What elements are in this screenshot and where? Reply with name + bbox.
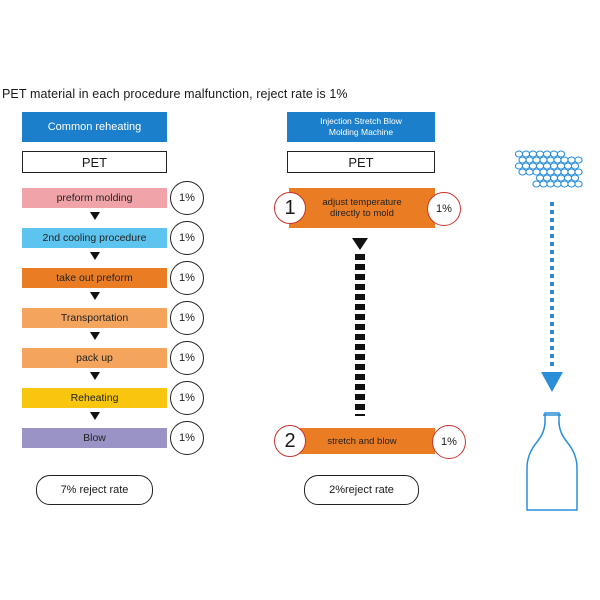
adjust-temperature-line1: adjust temperature (322, 197, 402, 208)
step-number-1: 1 (274, 192, 306, 224)
pet-pellets-icon (514, 150, 583, 188)
step-reject-rate: 1% (170, 421, 204, 455)
step-box: Blow (22, 428, 167, 448)
step-arrow-icon (90, 292, 100, 300)
step-box: preform molding (22, 188, 167, 208)
middle-material-box: PET (287, 151, 435, 173)
step-box: take out preform (22, 268, 167, 288)
connector-arrow-head (352, 238, 368, 250)
step-arrow-icon (90, 212, 100, 220)
common-reheating-header: Common reheating (22, 112, 167, 142)
dashed-connector (355, 254, 365, 416)
isbm-header: Injection Stretch Blow Molding Machine (287, 112, 435, 142)
step-arrow-icon (90, 412, 100, 420)
left-material-box: PET (22, 151, 167, 173)
step-reject-rate: 1% (170, 301, 204, 335)
page-title: PET material in each procedure malfuncti… (2, 87, 348, 101)
step-arrow-icon (90, 332, 100, 340)
middle-reject-total: 2%reject rate (304, 475, 419, 505)
step2-reject-rate: 1% (432, 425, 466, 459)
step1-reject-rate: 1% (427, 192, 461, 226)
step-reject-rate: 1% (170, 221, 204, 255)
pellet-to-bottle-graphic (514, 150, 583, 511)
step-number-2: 2 (274, 425, 306, 457)
step-reject-rate: 1% (170, 341, 204, 375)
step-box: 2nd cooling procedure (22, 228, 167, 248)
dotted-arrow-icon (541, 202, 563, 392)
step-arrow-icon (90, 252, 100, 260)
adjust-temperature-line2: directly to mold (330, 208, 394, 219)
bottle-icon (526, 412, 578, 511)
step-box: Reheating (22, 388, 167, 408)
step-reject-rate: 1% (170, 381, 204, 415)
isbm-header-line2: Molding Machine (328, 127, 394, 137)
left-reject-total: 7% reject rate (36, 475, 153, 505)
step-box: pack up (22, 348, 167, 368)
stretch-and-blow-step: stretch and blow (289, 428, 435, 454)
step-reject-rate: 1% (170, 261, 204, 295)
isbm-header-line1: Injection Stretch Blow (320, 116, 402, 126)
adjust-temperature-step: adjust temperature directly to mold (289, 188, 435, 228)
step-arrow-icon (90, 372, 100, 380)
step-box: Transportation (22, 308, 167, 328)
step-reject-rate: 1% (170, 181, 204, 215)
